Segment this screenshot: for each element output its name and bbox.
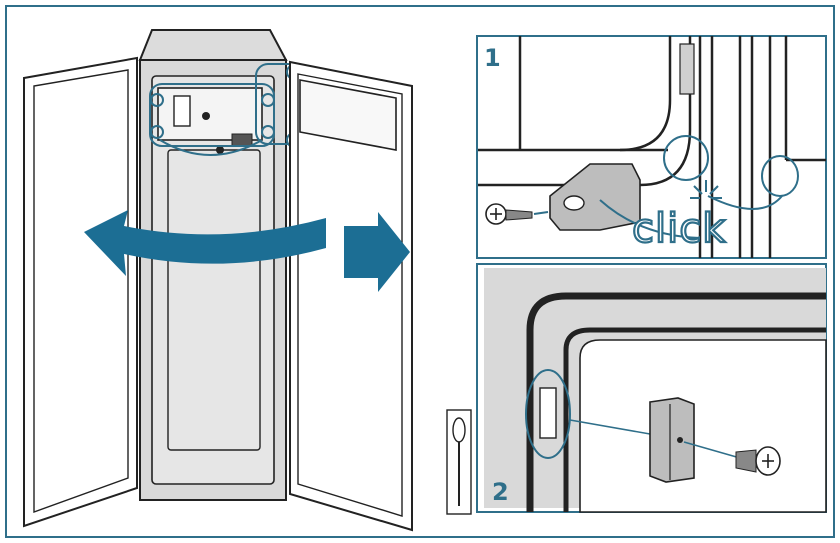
latch-part — [231, 133, 253, 147]
fridge-overview — [23, 29, 413, 532]
liner-panel — [579, 339, 827, 513]
click-label: click — [632, 206, 726, 252]
latch-slot — [679, 43, 695, 95]
left-door-inner — [33, 69, 129, 513]
fridge-top — [138, 29, 288, 61]
frame-slot — [539, 387, 557, 439]
direction-arrow-icon — [344, 212, 410, 292]
screw-icon — [735, 446, 781, 476]
step-1-panel: click 1 — [476, 35, 827, 259]
screw-icon — [202, 112, 210, 120]
gasket-inner — [563, 327, 826, 512]
right-door — [289, 60, 413, 532]
step-1-frame — [476, 35, 827, 259]
outer-frame — [5, 5, 835, 538]
screw-icon — [216, 146, 224, 154]
click-burst-icon — [690, 180, 722, 199]
step-2-number: 2 — [492, 478, 509, 506]
slot-highlight — [525, 369, 571, 459]
hinge-block — [173, 95, 191, 127]
right-door-inner — [297, 73, 403, 517]
step-2-panel: 2 — [476, 263, 827, 513]
screw-icon — [485, 203, 533, 225]
step-1-highlight — [533, 135, 799, 239]
latch-block — [649, 397, 695, 483]
slot-leader — [569, 419, 651, 435]
gasket-outer — [526, 292, 826, 512]
door-frame-detail — [478, 36, 826, 258]
screwdriver-icon — [446, 409, 472, 515]
door-swing-arrow-icon — [84, 210, 326, 276]
fridge-liner-inner — [167, 149, 261, 451]
step-1-number: 1 — [484, 44, 501, 72]
left-door — [23, 56, 138, 528]
screw-leader — [683, 441, 741, 459]
dispenser-window — [299, 79, 397, 151]
hinge-hole — [563, 195, 585, 211]
